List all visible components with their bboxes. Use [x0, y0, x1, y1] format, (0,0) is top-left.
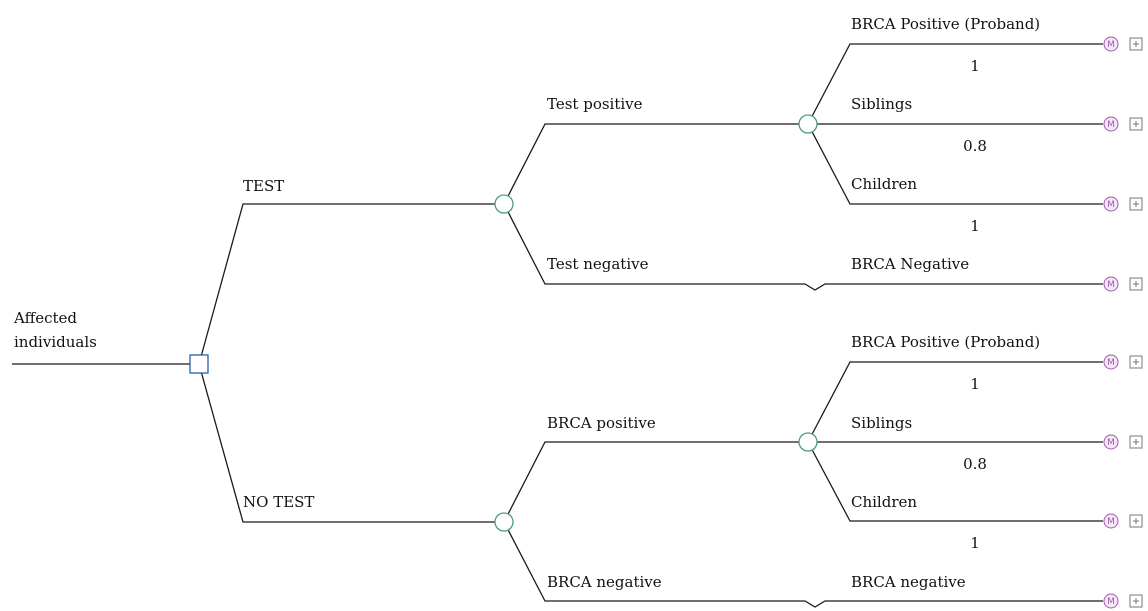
- outcome-label-brca-negative: BRCA negative: [851, 573, 966, 591]
- branch-label-brca-negative: BRCA negative: [547, 573, 662, 591]
- edge-brca-positive: [503, 441, 800, 523]
- chance-node-test-positive[interactable]: [798, 114, 818, 134]
- markov-node-brca-negative[interactable]: M: [1103, 593, 1119, 609]
- probability-label: 1: [970, 375, 980, 393]
- outcome-label-brca-negative: BRCA Negative: [851, 255, 969, 273]
- root-label-line1: Affected: [13, 309, 77, 327]
- markov-node-test-pos-siblings[interactable]: M: [1103, 116, 1119, 132]
- edge-test-negative: [503, 203, 1103, 291]
- markov-label: M: [1107, 438, 1115, 448]
- markov-label: M: [1107, 358, 1115, 368]
- outcome-label-children: Children: [851, 493, 917, 511]
- probability-label: 1: [970, 57, 980, 75]
- decision-node[interactable]: [189, 354, 209, 374]
- chance-node-brca-positive[interactable]: [798, 432, 818, 452]
- branch-label-brca-positive: BRCA positive: [547, 414, 656, 432]
- markov-label: M: [1107, 597, 1115, 607]
- markov-label: M: [1107, 200, 1115, 210]
- root-label-line2: individuals: [14, 333, 97, 351]
- edge-no-test: [198, 363, 496, 523]
- probability-label: 1: [970, 534, 980, 552]
- markov-node-test-pos-children[interactable]: M: [1103, 196, 1119, 212]
- markov-label: M: [1107, 280, 1115, 290]
- markov-label: M: [1107, 517, 1115, 527]
- edge-test: [198, 203, 496, 365]
- expand-button[interactable]: [1129, 277, 1143, 291]
- probability-label: 0.8: [963, 137, 987, 155]
- edge-brca-pos-children: [807, 441, 1103, 522]
- probability-label: 1: [970, 217, 980, 235]
- edge-test-positive: [503, 123, 800, 205]
- edge-brca-negative: [503, 521, 1103, 608]
- expand-button[interactable]: [1129, 594, 1143, 608]
- probability-label: 0.8: [963, 455, 987, 473]
- markov-label: M: [1107, 40, 1115, 50]
- markov-node-test-negative[interactable]: M: [1103, 276, 1119, 292]
- outcome-label-siblings: Siblings: [851, 95, 912, 113]
- outcome-label-proband: BRCA Positive (Proband): [851, 333, 1040, 351]
- markov-node-test-pos-proband[interactable]: M: [1103, 36, 1119, 52]
- outcome-label-proband: BRCA Positive (Proband): [851, 15, 1040, 33]
- edge-brca-pos-proband: [807, 361, 1103, 443]
- chance-node-no-test[interactable]: [494, 512, 514, 532]
- branch-label-test-positive: Test positive: [547, 95, 643, 113]
- edge-test-pos-children: [807, 123, 1103, 205]
- markov-node-brca-pos-siblings[interactable]: M: [1103, 434, 1119, 450]
- expand-button[interactable]: [1129, 355, 1143, 369]
- expand-button[interactable]: [1129, 514, 1143, 528]
- markov-node-brca-pos-proband[interactable]: M: [1103, 354, 1119, 370]
- strategy-label-test: TEST: [243, 177, 284, 195]
- expand-button[interactable]: [1129, 435, 1143, 449]
- expand-button[interactable]: [1129, 37, 1143, 51]
- branch-label-test-negative: Test negative: [547, 255, 649, 273]
- expand-button[interactable]: [1129, 117, 1143, 131]
- strategy-label-no-test: NO TEST: [243, 493, 314, 511]
- edge-test-pos-proband: [807, 43, 1103, 125]
- markov-label: M: [1107, 120, 1115, 130]
- outcome-label-children: Children: [851, 175, 917, 193]
- markov-node-brca-pos-children[interactable]: M: [1103, 513, 1119, 529]
- expand-button[interactable]: [1129, 197, 1143, 211]
- chance-node-test[interactable]: [494, 194, 514, 214]
- outcome-label-siblings: Siblings: [851, 414, 912, 432]
